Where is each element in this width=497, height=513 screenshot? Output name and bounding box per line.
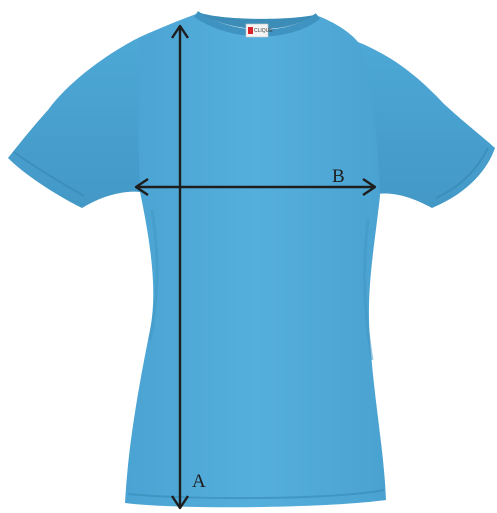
neck-tag-text: CLIQUE	[254, 28, 273, 34]
length-label: A	[192, 471, 206, 492]
chest-arrow-left-head	[134, 178, 149, 196]
length-arrow-bottom-head	[171, 495, 189, 510]
neck-tag-brand-mark	[248, 27, 253, 34]
hem-line	[127, 489, 385, 500]
torso	[125, 14, 386, 508]
left-sleeve-hem	[13, 151, 85, 197]
right-sleeve-hem	[435, 147, 489, 199]
tshirt	[8, 11, 495, 508]
right-sleeve	[358, 42, 495, 208]
chest-arrow-right-head	[362, 178, 377, 196]
fold-shade-left	[148, 209, 159, 341]
neck-tag: CLIQUE	[245, 23, 273, 38]
measurement-length: A	[171, 24, 206, 510]
neck-opening	[200, 13, 314, 30]
left-sleeve	[8, 37, 140, 208]
length-arrow-top-head	[171, 24, 189, 39]
fold-shade-right	[363, 219, 374, 361]
chest-label: B	[332, 166, 345, 187]
measurement-chest: B	[134, 166, 377, 196]
